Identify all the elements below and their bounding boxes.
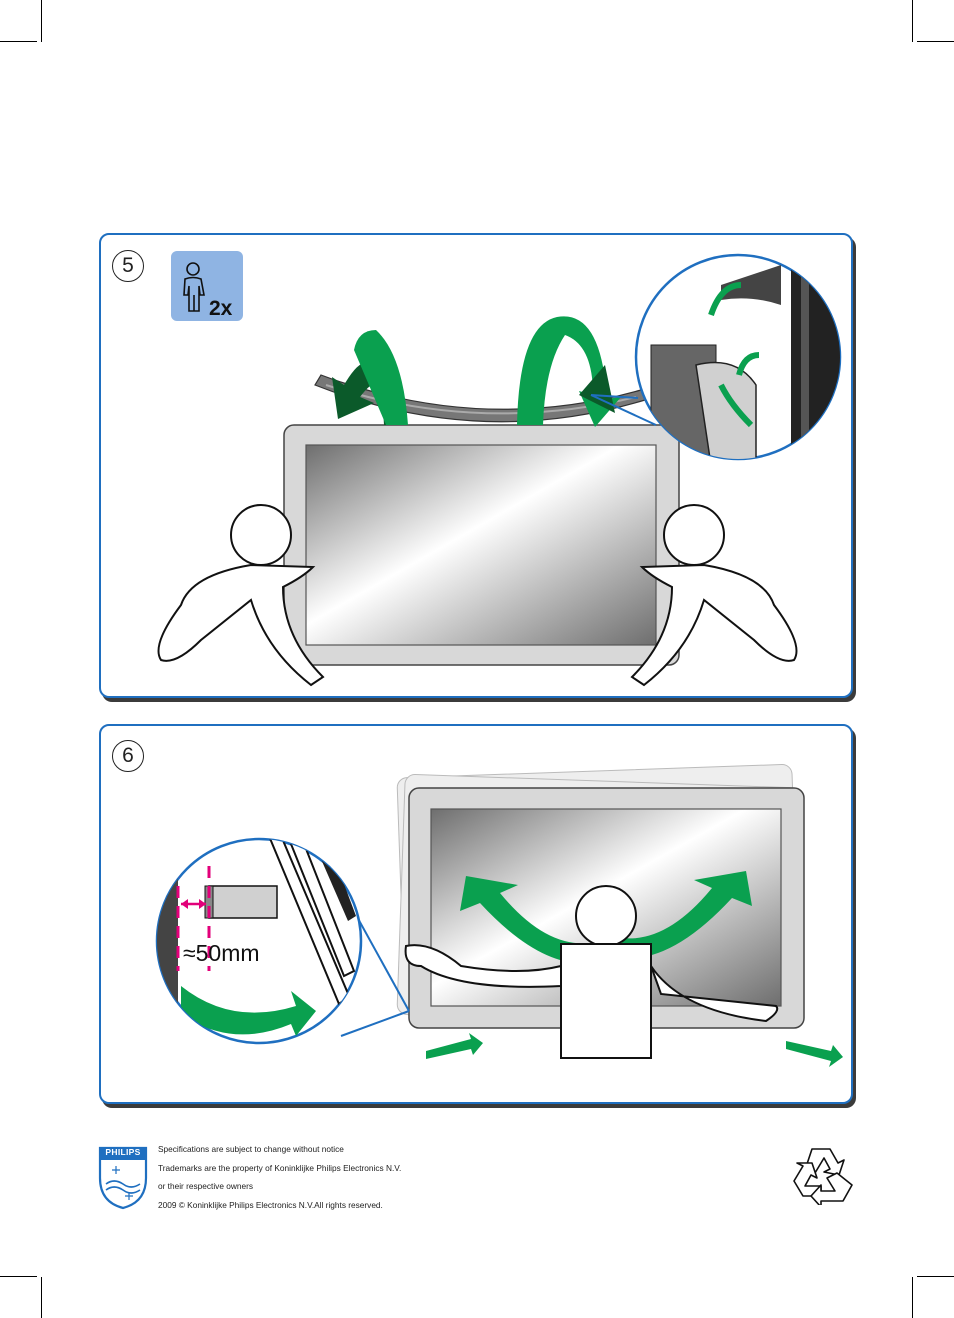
crop-mark — [0, 41, 37, 42]
crop-mark — [912, 1277, 913, 1318]
legal-line: 2009 © Koninklijke Philips Electronics N… — [158, 1200, 383, 1211]
crop-mark — [41, 0, 42, 42]
recycle-icon — [793, 1148, 853, 1205]
legal-line: Trademarks are the property of Koninklij… — [158, 1162, 402, 1173]
legal-line: or their respective owners — [158, 1181, 253, 1192]
philips-shield-logo — [98, 1146, 148, 1210]
clearance-label: ≈50mm — [183, 940, 260, 966]
brand-name: PHILIPS — [105, 1147, 141, 1157]
crop-mark — [917, 1276, 954, 1277]
crop-mark — [917, 41, 954, 42]
crop-mark — [41, 1277, 42, 1318]
step-5-panel: 5 2x — [99, 233, 853, 698]
legal-line: Specifications are subject to change wit… — [158, 1144, 344, 1154]
legal-text: Specifications are subject to change wit… — [158, 1140, 401, 1215]
step-6-illustration — [155, 764, 843, 1067]
svg-text:2x: 2x — [209, 297, 233, 320]
crop-mark — [0, 1276, 37, 1277]
step-6-panel: 6 — [99, 724, 853, 1104]
crop-mark — [912, 0, 913, 42]
step-number: 6 — [112, 740, 144, 772]
step-number: 5 — [112, 250, 144, 282]
step-5-illustration: 2x — [157, 251, 842, 687]
two-person-lift-icon — [171, 251, 243, 321]
